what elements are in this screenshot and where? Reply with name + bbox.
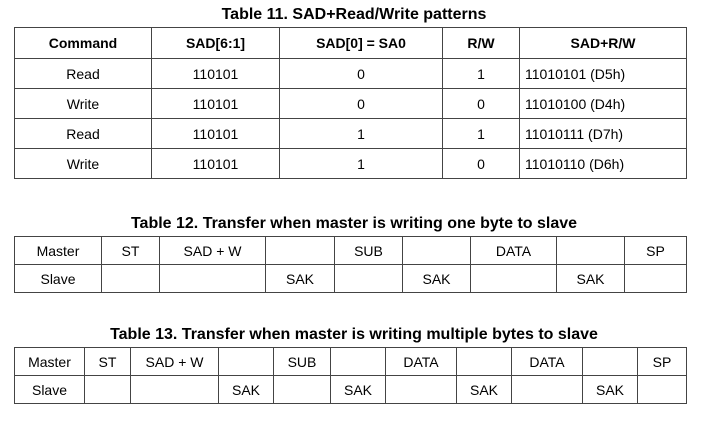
slave-cell: SAK: [330, 375, 386, 404]
table-row: Write 110101 0 0 11010100 (D4h): [14, 88, 687, 119]
cell-command: Read: [14, 58, 152, 89]
cell-sad: 110101: [151, 148, 280, 179]
slave-cell: SAK: [556, 264, 625, 293]
master-cell: ST: [84, 347, 131, 376]
table-header-row: Command SAD[6:1] SAD[0] = SA0 R/W SAD+R/…: [14, 27, 687, 59]
cell-sad: 110101: [151, 118, 280, 149]
cell-sad: 110101: [151, 58, 280, 89]
slave-cell: SAK: [265, 264, 335, 293]
master-cell: SP: [624, 236, 687, 265]
table11-title: Table 11. SAD+Read/Write patterns: [221, 6, 487, 23]
slave-cell: [624, 264, 687, 293]
master-cell: SUB: [273, 347, 331, 376]
slave-label: Slave: [14, 375, 85, 404]
table-row: Read 110101 0 1 11010101 (D5h): [14, 58, 687, 89]
cell-command: Read: [14, 118, 152, 149]
slave-cell: SAK: [456, 375, 512, 404]
cell-rw: 1: [442, 58, 520, 89]
master-cell: ST: [101, 236, 160, 265]
master-cell: [265, 236, 335, 265]
table-row: Write 110101 1 0 11010110 (D6h): [14, 148, 687, 179]
column-header-rw: R/W: [442, 27, 520, 59]
slave-cell: SAK: [582, 375, 638, 404]
cell-rw: 0: [442, 148, 520, 179]
master-row: Master ST SAD + W SUB DATA SP: [14, 236, 687, 265]
slave-cell: [159, 264, 266, 293]
master-cell: [456, 347, 512, 376]
master-cell: [582, 347, 638, 376]
column-header-sad-rw: SAD+R/W: [519, 27, 687, 59]
cell-sad-rw: 11010111 (D7h): [519, 118, 687, 149]
cell-sa0: 1: [279, 148, 443, 179]
master-label: Master: [14, 236, 102, 265]
slave-cell: [273, 375, 331, 404]
single-byte-write-table: Master ST SAD + W SUB DATA SP Slave SAK …: [14, 236, 687, 293]
master-cell: DATA: [385, 347, 457, 376]
slave-cell: [84, 375, 131, 404]
cell-rw: 1: [442, 118, 520, 149]
cell-sa0: 0: [279, 58, 443, 89]
master-cell: [218, 347, 274, 376]
master-cell: [402, 236, 471, 265]
master-cell: SP: [637, 347, 687, 376]
slave-cell: [637, 375, 687, 404]
slave-cell: SAK: [402, 264, 471, 293]
master-cell: SAD + W: [159, 236, 266, 265]
master-cell: [556, 236, 625, 265]
cell-rw: 0: [442, 88, 520, 119]
cell-sad-rw: 11010101 (D5h): [519, 58, 687, 89]
column-header-sad0: SAD[0] = SA0: [279, 27, 443, 59]
slave-cell: [101, 264, 160, 293]
master-cell: DATA: [511, 347, 583, 376]
cell-sad-rw: 11010100 (D4h): [519, 88, 687, 119]
cell-sad-rw: 11010110 (D6h): [519, 148, 687, 179]
master-cell: [330, 347, 386, 376]
master-label: Master: [14, 347, 85, 376]
table-row: Read 110101 1 1 11010111 (D7h): [14, 118, 687, 149]
slave-cell: [470, 264, 557, 293]
slave-label: Slave: [14, 264, 102, 293]
cell-sa0: 0: [279, 88, 443, 119]
slave-cell: [334, 264, 403, 293]
column-header-sad-6-1: SAD[6:1]: [151, 27, 280, 59]
cell-sa0: 1: [279, 118, 443, 149]
master-row: Master ST SAD + W SUB DATA DATA SP: [14, 347, 687, 376]
master-cell: DATA: [470, 236, 557, 265]
cell-command: Write: [14, 148, 152, 179]
master-cell: SAD + W: [130, 347, 219, 376]
slave-cell: [511, 375, 583, 404]
sad-rw-patterns-table: Command SAD[6:1] SAD[0] = SA0 R/W SAD+R/…: [14, 27, 687, 179]
slave-row: Slave SAK SAK SAK SAK: [14, 375, 687, 404]
slave-row: Slave SAK SAK SAK: [14, 264, 687, 293]
column-header-command: Command: [14, 27, 152, 59]
slave-cell: [385, 375, 457, 404]
cell-command: Write: [14, 88, 152, 119]
cell-sad: 110101: [151, 88, 280, 119]
table12-title: Table 12. Transfer when master is writin…: [130, 215, 578, 232]
multi-byte-write-table: Master ST SAD + W SUB DATA DATA SP Slave…: [14, 347, 687, 404]
slave-cell: [130, 375, 219, 404]
master-cell: SUB: [334, 236, 403, 265]
table13-title: Table 13. Transfer when master is writin…: [110, 326, 598, 343]
slave-cell: SAK: [218, 375, 274, 404]
